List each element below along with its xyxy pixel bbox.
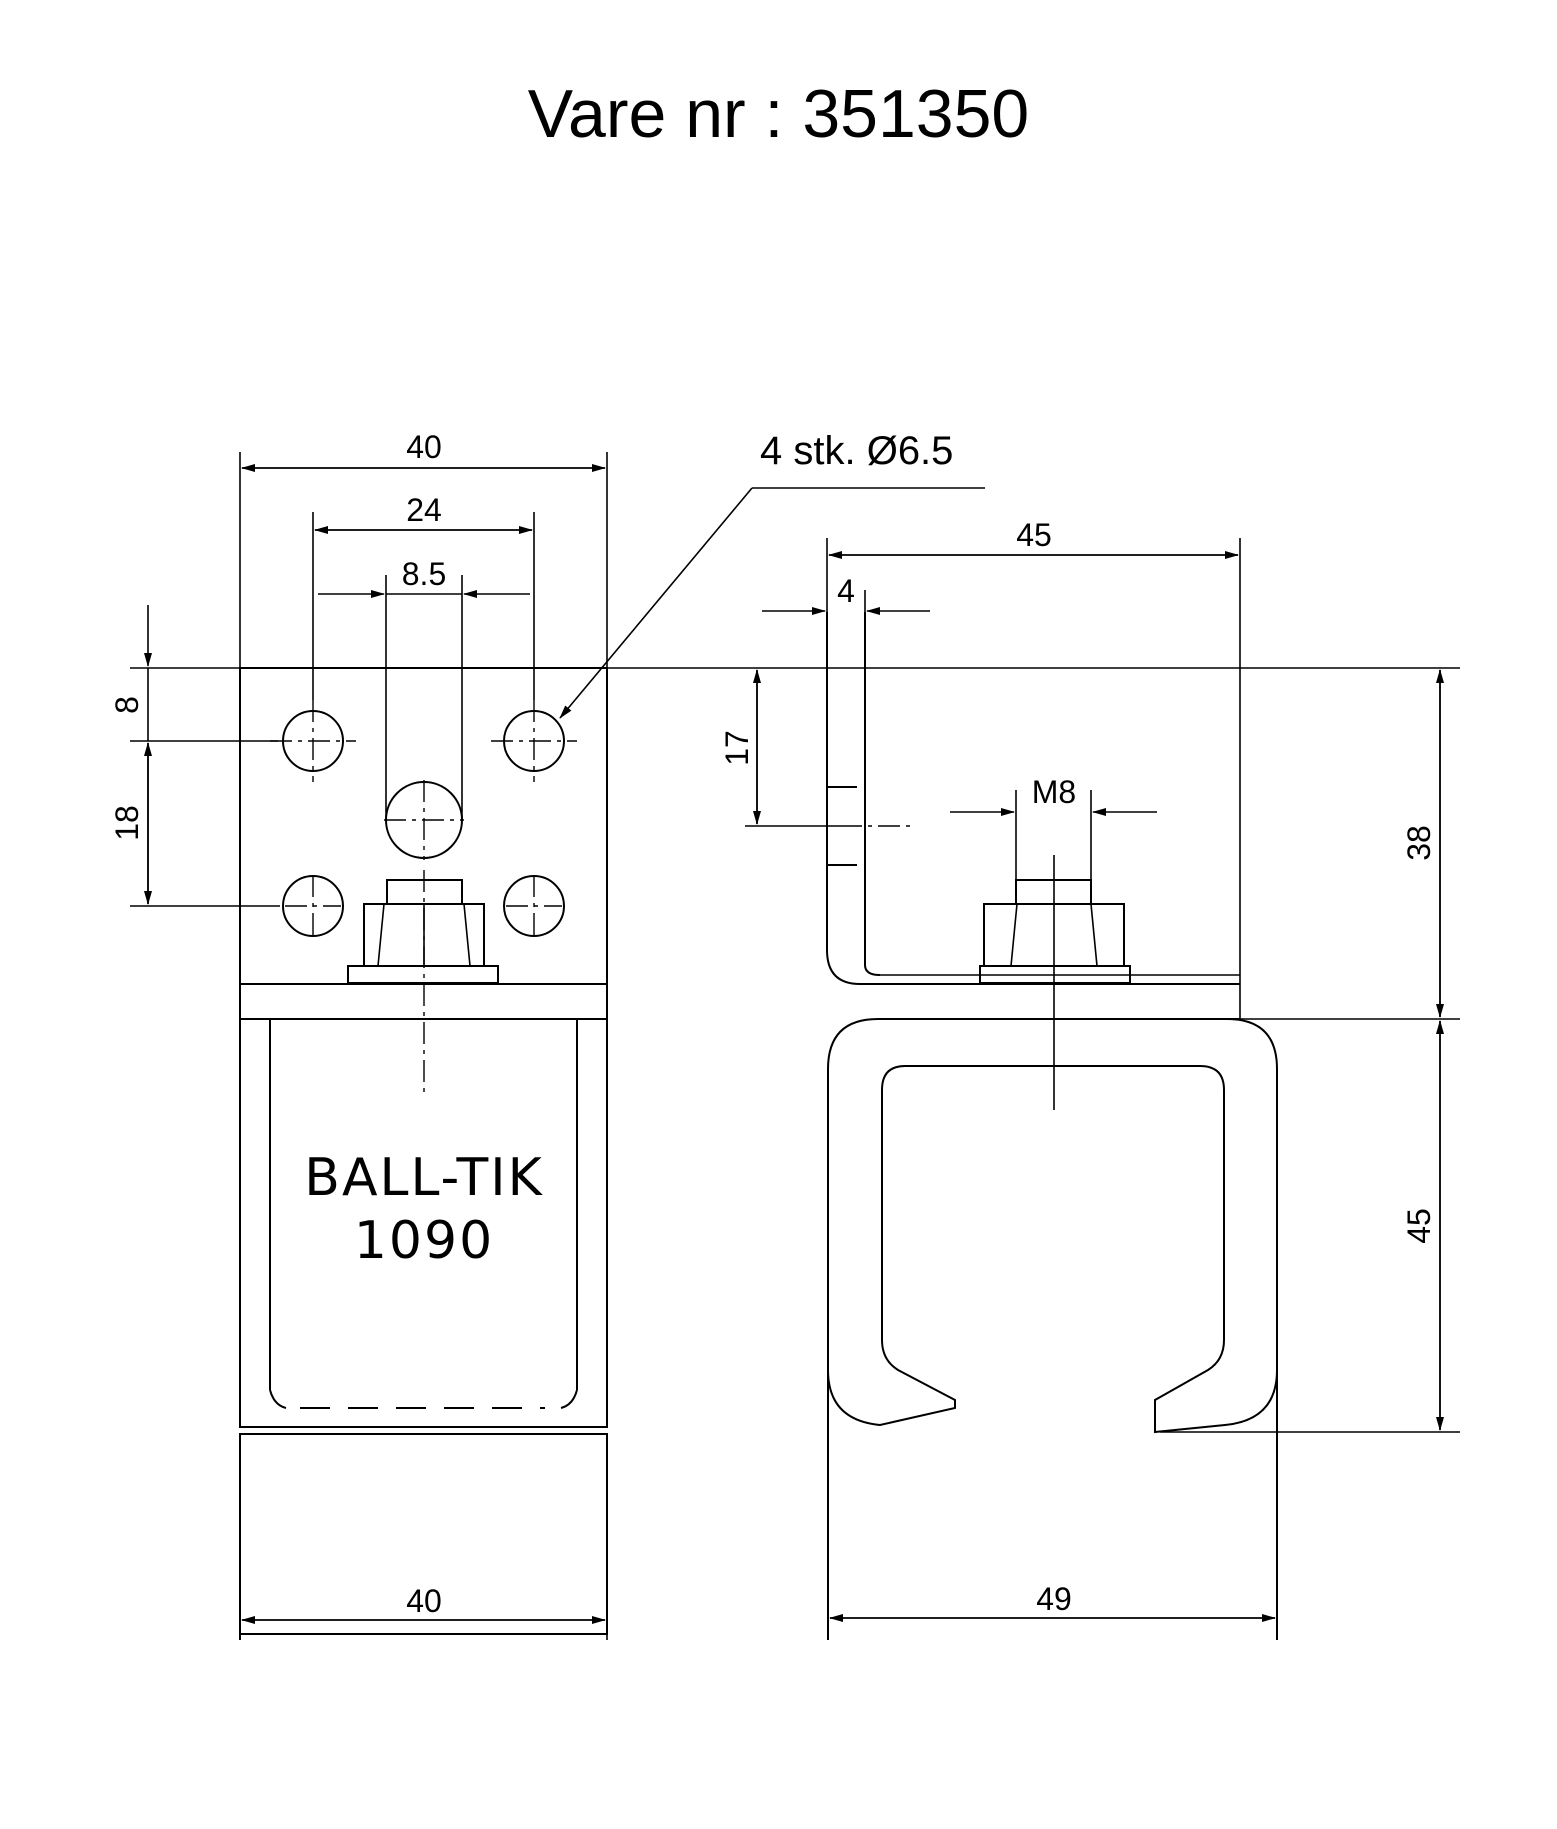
dim-slot-height: 17 <box>719 669 840 827</box>
svg-text:8: 8 <box>109 696 145 714</box>
hex-nut <box>347 870 499 1095</box>
dim-hole-vertical-spacing: 18 <box>109 742 280 907</box>
svg-text:40: 40 <box>406 429 442 465</box>
front-carriage-body <box>239 1018 608 1428</box>
dim-plate-width: 45 <box>826 517 1239 612</box>
svg-text:4: 4 <box>837 573 855 609</box>
side-view: 45 4 17 M8 38 <box>719 517 1460 1640</box>
dim-bottom-width: 40 <box>239 1434 608 1640</box>
mounting-hole <box>503 875 565 937</box>
svg-text:24: 24 <box>406 492 442 528</box>
svg-text:49: 49 <box>1036 1581 1072 1617</box>
dim-top-width: 40 <box>239 429 608 668</box>
dim-upper-height: 38 <box>1240 669 1460 1020</box>
svg-text:8.5: 8.5 <box>402 556 446 592</box>
side-hex-nut <box>979 855 1131 1110</box>
dim-lower-height: 45 <box>1160 1020 1460 1433</box>
mounting-hole <box>491 700 577 782</box>
dim-slot-width: 8.5 <box>318 556 530 820</box>
svg-text:17: 17 <box>719 730 755 766</box>
brand-name: BALL-TIK <box>304 1148 543 1208</box>
mounting-hole <box>270 700 356 782</box>
holes-note: 4 stk. Ø6.5 <box>760 429 953 473</box>
svg-text:45: 45 <box>1016 517 1052 553</box>
model-number: 1090 <box>354 1211 494 1271</box>
front-view: BALL-TIK 1090 40 24 8.5 <box>109 429 1460 1640</box>
svg-text:38: 38 <box>1401 825 1437 861</box>
center-slot <box>384 780 464 860</box>
holes-callout: 4 stk. Ø6.5 <box>559 429 985 719</box>
dim-bolt-size: M8 <box>950 774 1157 880</box>
svg-text:45: 45 <box>1401 1208 1437 1244</box>
mounting-hole <box>282 875 344 937</box>
page-title: Vare nr : 351350 <box>527 76 1030 152</box>
svg-text:18: 18 <box>109 805 145 841</box>
svg-text:M8: M8 <box>1032 774 1076 810</box>
dim-hole-top-offset: 8 <box>109 605 1460 742</box>
dim-bottom-width: 49 <box>829 1581 1276 1622</box>
dim-plate-thickness: 4 <box>762 573 930 615</box>
svg-text:40: 40 <box>406 1583 442 1619</box>
rail-channel-profile <box>827 1018 1278 1434</box>
